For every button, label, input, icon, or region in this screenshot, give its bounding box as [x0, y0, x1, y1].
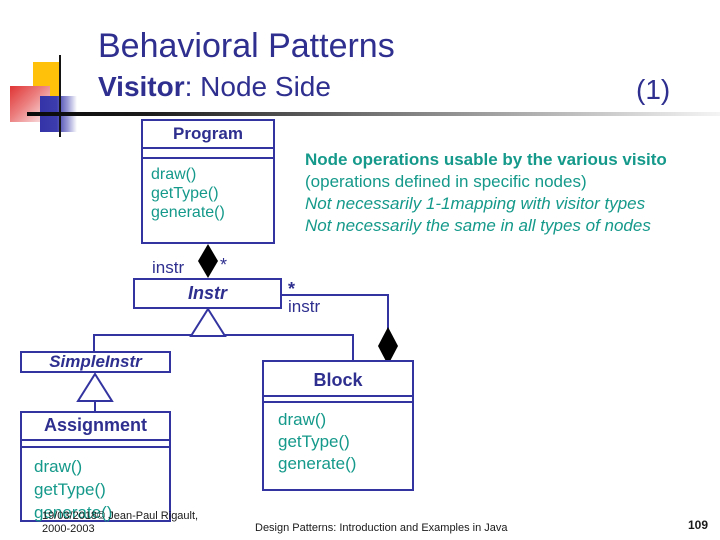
footer-course-title: Design Patterns: Introduction and Exampl…: [255, 522, 508, 534]
annotation-line-3: Not necessarily 1-1mapping with visitor …: [305, 194, 646, 213]
slide-title: Behavioral Patterns: [98, 27, 395, 65]
class-methods-compartment: draw() getType() generate(): [143, 159, 273, 222]
method-label: getType(): [278, 432, 350, 451]
assignment-branch-vline: [94, 400, 96, 412]
logo-vertical-line: [59, 55, 61, 137]
class-name: Program: [143, 121, 273, 149]
annotation-line-4: Not necessarily the same in all types of…: [305, 216, 651, 235]
class-box-block: Block draw() getType() generate(): [262, 360, 414, 491]
aggregation-role-label: instr: [288, 297, 321, 316]
class-box-program: Program draw() getType() generate(): [141, 119, 275, 244]
annotation-line-2: (operations defined in specific nodes): [305, 172, 587, 191]
class-attributes-compartment: [22, 441, 169, 448]
instr-block-association-hline: [281, 294, 389, 296]
method-label: draw(): [151, 166, 197, 183]
class-attributes-compartment: [264, 397, 412, 403]
annotation-line-1: Node operations usable by the various vi…: [305, 150, 667, 169]
slide-index-label: (1): [636, 74, 671, 105]
method-label: generate(): [34, 503, 113, 522]
aggregation-multiplicity-label: *: [220, 255, 228, 275]
aggregation-role-label: instr: [152, 258, 185, 277]
slide-subtitle: Visitor: Node Side: [98, 71, 331, 103]
class-methods-compartment: draw() getType() generate(): [264, 403, 412, 475]
method-label: getType(): [151, 185, 219, 202]
instr-block-association-vline: [387, 294, 389, 330]
header-divider-line: [27, 112, 720, 116]
block-branch-vline: [352, 334, 354, 361]
class-methods-compartment: draw() getType() generate(): [22, 448, 169, 524]
simpleinstr-branch-vline: [93, 334, 95, 352]
class-name: Block: [264, 362, 412, 397]
class-name: Assignment: [22, 413, 169, 441]
footer-page-number: 109: [688, 518, 709, 532]
method-label: getType(): [34, 480, 106, 499]
class-attributes-compartment: [143, 149, 273, 159]
generalization-triangle-icon: [189, 307, 227, 337]
subtitle-keyword: Visitor: [98, 71, 185, 102]
class-box-instr: Instr: [133, 278, 282, 309]
class-box-assignment: Assignment draw() getType() generate(): [20, 411, 171, 522]
composition-diamond-icon: [198, 244, 218, 278]
class-box-simpleinstr: SimpleInstr: [20, 351, 171, 373]
class-name: Instr: [187, 283, 227, 303]
subtitle-rest: : Node Side: [184, 71, 331, 102]
composition-diamond-icon: [378, 327, 398, 365]
generalization-triangle-icon: [76, 372, 114, 402]
method-label: generate(): [278, 454, 357, 473]
aggregation-multiplicity-label: *: [288, 279, 296, 299]
class-name: SimpleInstr: [49, 352, 142, 371]
method-label: draw(): [34, 457, 83, 476]
footer-copyright: 19/03/2018© Jean-Paul Rigault, 2000-2003: [42, 510, 199, 535]
method-label: draw(): [278, 410, 327, 429]
annotation-block: Node operations usable by the various vi…: [305, 149, 667, 237]
method-label: generate(): [151, 204, 225, 221]
